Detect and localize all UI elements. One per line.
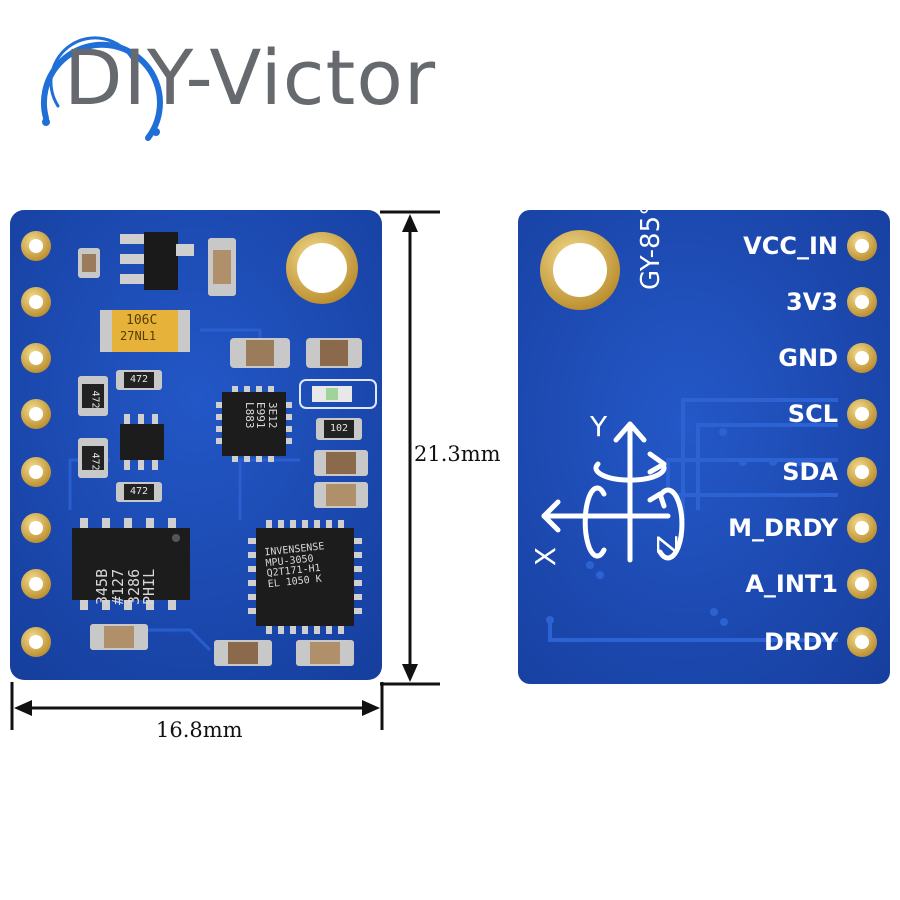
board-front: 106C 27NL1 472 472 472 472 102 3E12 E991…: [10, 210, 382, 680]
logo-ring-icon: [41, 36, 163, 141]
pin-label-m-drdy: M_DRDY: [728, 514, 838, 542]
board-back: GY-85° Y X Z VCC_IN 3V3 GND SCL SDA M_DR…: [518, 203, 890, 684]
height-dimension-label: 21.3mm: [414, 442, 501, 466]
tantalum-mark-1: 106C: [126, 313, 158, 328]
pin-label-a-int1: A_INT1: [745, 570, 838, 598]
board-front-pcb: [10, 210, 382, 680]
brand-name: DIY-Victor: [64, 33, 437, 122]
pin-label-vcc-in: VCC_IN: [743, 232, 838, 260]
axis-x-label: X: [529, 546, 563, 567]
width-dimension-label: 16.8mm: [156, 718, 243, 742]
pin-label-3v3: 3V3: [786, 288, 838, 316]
dimension-lines: [10, 210, 440, 730]
resistor-e-mark: 102: [330, 423, 349, 434]
pin-label-gnd: GND: [778, 344, 838, 372]
axis-y-label: Y: [590, 410, 608, 443]
board-back-pcb: [518, 210, 890, 684]
pin-label-scl: SCL: [787, 400, 838, 428]
pin-label-drdy: DRDY: [764, 628, 838, 656]
tantalum-mark-2: 27NL1: [120, 329, 157, 343]
logo: DIY-Victor: [28, 26, 498, 156]
pin-label-sda: SDA: [782, 458, 838, 486]
resistor-b-mark: 472: [130, 374, 149, 385]
resistor-d-mark: 472: [130, 486, 149, 497]
